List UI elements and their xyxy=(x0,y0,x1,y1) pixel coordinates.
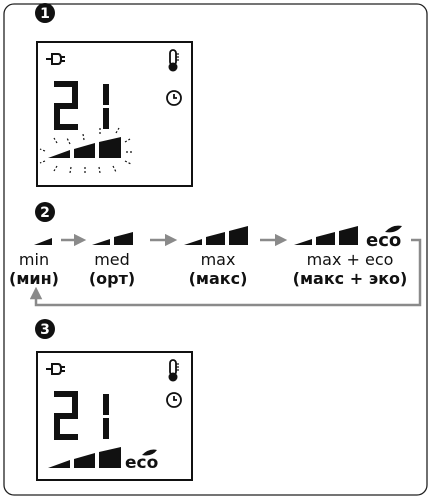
thermometer-icon xyxy=(168,49,179,72)
step-1-number: 1 xyxy=(40,6,50,22)
eco-icon-mode: eco xyxy=(366,225,402,251)
mode-min-name-ru: (мин) xyxy=(9,269,59,288)
step-3-badge xyxy=(35,319,55,339)
mode-max-eco-name: max + eco xyxy=(306,250,394,269)
outer-frame xyxy=(3,3,428,496)
mode-med-bars xyxy=(92,232,133,245)
mode-label-med: med (орт) xyxy=(82,250,142,288)
mode-label-max: max (макс) xyxy=(178,250,258,288)
lcd-panel-3: eco xyxy=(36,351,193,481)
mode-max-eco-bars xyxy=(294,226,358,245)
mode-max-bars xyxy=(184,226,248,245)
mode-min-bars xyxy=(34,238,52,245)
step-3-number: 3 xyxy=(40,322,50,338)
power-bars-eco xyxy=(48,447,121,468)
mode-med-name: med xyxy=(94,250,130,269)
power-bars-blinking xyxy=(48,137,121,158)
temperature-display xyxy=(54,81,109,130)
lcd-frame-1 xyxy=(36,41,193,187)
mode-min-name: min xyxy=(18,250,50,269)
mode-med-name-ru: (орт) xyxy=(88,269,136,288)
temperature-display-3 xyxy=(54,391,109,440)
arrow-loop-back xyxy=(29,238,422,307)
plug-icon xyxy=(46,53,65,65)
mode-max-eco-name-ru: (макс + эко) xyxy=(292,269,408,288)
mode-label-max-eco: max + eco (макс + эко) xyxy=(290,250,410,288)
step-1-badge xyxy=(35,3,55,23)
blink-rays xyxy=(39,127,133,174)
lcd-panel-1: 21 xyxy=(36,41,193,187)
power-bar-1 xyxy=(48,150,70,158)
eco-icon-lcd: eco xyxy=(125,449,158,473)
step-2-number: 2 xyxy=(40,205,50,221)
mode-label-min: min (мин) xyxy=(6,250,62,288)
mode-max-name: max xyxy=(200,250,236,269)
eco-label-mode: eco xyxy=(366,230,401,251)
clock-icon xyxy=(166,90,182,106)
clock-icon-3 xyxy=(166,392,182,408)
plug-icon-3 xyxy=(46,363,65,375)
power-bar-2 xyxy=(74,143,95,158)
power-bar-3 xyxy=(99,137,121,158)
mode-max-name-ru: (макс) xyxy=(188,269,248,288)
step-2-badge xyxy=(35,202,55,222)
thermometer-icon-3 xyxy=(168,359,179,382)
eco-label-lcd: eco xyxy=(125,453,158,473)
